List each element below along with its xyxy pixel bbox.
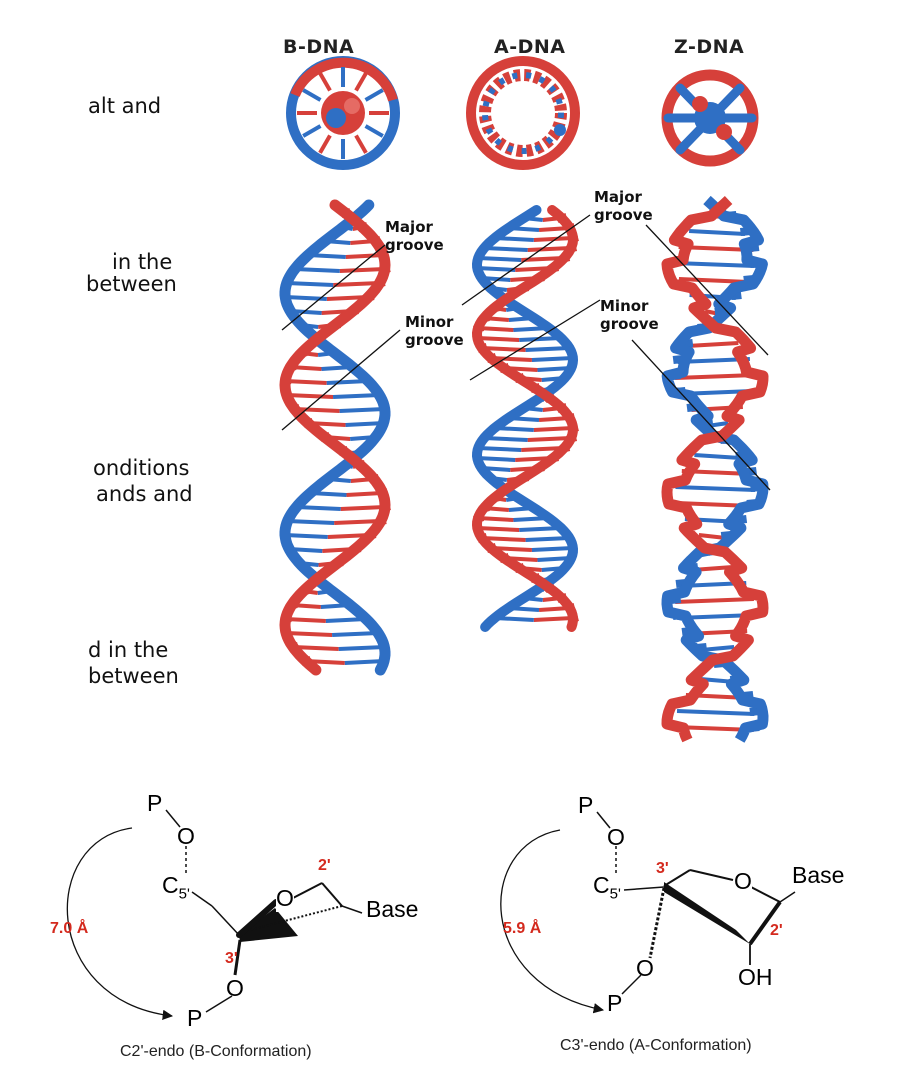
left-distance: 7.0 Å: [50, 920, 89, 937]
cut-text-2: in the: [112, 250, 173, 274]
a-dna-side-view: [471, 205, 579, 632]
right-c5: C5': [593, 872, 621, 903]
cut-text-4: onditions: [93, 456, 190, 480]
b-minor-groove-label: Minor groove: [405, 313, 464, 349]
left-pos-2: 2': [318, 857, 331, 874]
right-p-bottom: P: [607, 990, 623, 1016]
z-dna-side-view: [661, 195, 769, 743]
cut-text-3: between: [86, 272, 177, 296]
left-c5: C5': [162, 872, 190, 903]
cut-text-6: d in the: [88, 638, 169, 662]
right-caption: C3'-endo (A-Conformation): [560, 1037, 752, 1054]
cut-text-5: ands and: [96, 482, 193, 506]
right-o-bottom: O: [636, 955, 654, 981]
left-p-top: P: [147, 790, 163, 816]
left-pos-3: 3': [225, 950, 238, 967]
a-dna-top-view: [466, 56, 580, 170]
z-major-groove-label: Major groove: [594, 188, 653, 224]
c2-endo-diagram: [66, 809, 363, 1021]
z-dna-header: Z-DNA: [674, 36, 745, 58]
right-oh: OH: [738, 964, 773, 990]
left-ring-o: O: [276, 885, 294, 912]
groove-leader-lines: [281, 214, 771, 491]
cut-text-7: between: [88, 664, 179, 688]
b-dna-side-view: [279, 199, 391, 676]
cut-text-1: alt and: [88, 94, 162, 118]
left-p-bottom: P: [187, 1005, 203, 1031]
b-dna-header: B-DNA: [283, 36, 355, 58]
right-ring-o: O: [734, 868, 752, 895]
right-base: Base: [792, 862, 845, 888]
right-p-top: P: [578, 792, 594, 818]
z-minor-groove-label: Minor groove: [600, 297, 659, 333]
b-dna-top-view: [286, 56, 400, 170]
left-base: Base: [366, 896, 419, 922]
right-pos-3: 3': [656, 860, 669, 877]
right-o-top: O: [607, 824, 625, 850]
dna-helix-illustration: [279, 56, 771, 743]
z-dna-top-view: [661, 69, 759, 167]
a-dna-header: A-DNA: [494, 36, 566, 58]
right-distance: 5.9 Å: [503, 920, 542, 937]
b-major-groove-label: Major groove: [385, 218, 444, 254]
left-o-bottom: O: [226, 975, 244, 1001]
left-o-top: O: [177, 823, 195, 849]
right-pos-2: 2': [770, 922, 783, 939]
left-caption: C2'-endo (B-Conformation): [120, 1043, 312, 1060]
